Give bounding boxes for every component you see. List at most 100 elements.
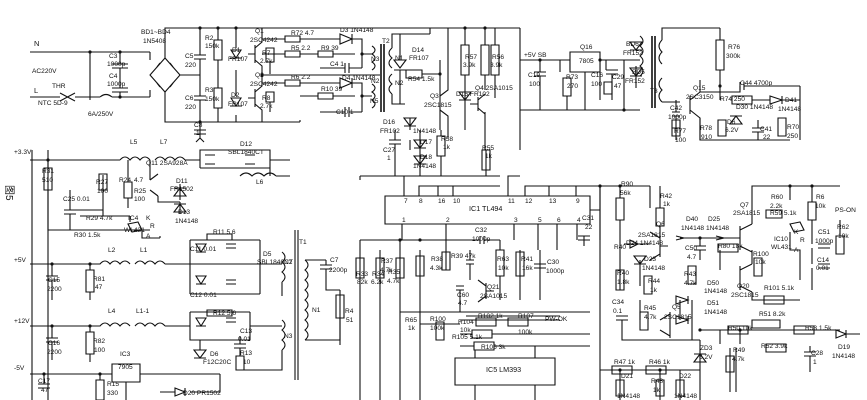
component-label: 100 <box>134 196 145 203</box>
component-label: 1N4148 <box>413 163 436 170</box>
component-label: 1N4148 <box>778 106 801 113</box>
component-label: N1 <box>312 307 321 314</box>
component-label: D50 <box>707 280 719 287</box>
component-label: 1k <box>650 287 658 294</box>
component-label: 1000p <box>107 81 126 88</box>
component-label: THR <box>52 83 66 90</box>
component-label: BD6 <box>626 41 639 48</box>
component-label: 6.2k <box>371 279 384 286</box>
component-label: 100k <box>518 329 533 336</box>
component-label: R60 <box>771 194 783 201</box>
component-label: D18 <box>420 154 432 161</box>
component-label: C17 <box>38 378 50 385</box>
component-label: 4.7 <box>458 300 467 307</box>
component-label: 10k <box>755 259 766 266</box>
component-label: R35 <box>388 269 400 276</box>
component-label: 4.7k <box>684 280 697 287</box>
component-label: 3.9k <box>463 62 476 69</box>
component-label: 150k <box>205 43 220 50</box>
component-label: 56k <box>620 190 631 197</box>
component-label: 4.7 <box>134 177 143 184</box>
component-label: D51 <box>707 300 719 307</box>
component-label: C7 <box>330 257 339 264</box>
component-label: R54 1.5k <box>408 76 435 83</box>
component-label: 220 <box>185 62 196 69</box>
component-label: R25 <box>134 188 146 195</box>
component-label: R65 <box>405 317 417 324</box>
component-label: AC220V <box>32 68 57 75</box>
component-label: 4.7k <box>380 267 393 274</box>
component-label: R104 <box>458 319 474 326</box>
component-label: D23 <box>644 256 656 263</box>
component-label: 1N4148 <box>681 225 704 232</box>
component-label: R40 <box>617 270 629 277</box>
component-label: R30 1.5k <box>74 232 101 239</box>
component-label: C30 <box>547 259 559 266</box>
component-label: N3 <box>371 56 380 63</box>
component-label: +12V <box>14 318 30 325</box>
component-label: D12 <box>240 141 252 148</box>
component-label: 1N4148 <box>413 128 436 135</box>
component-label: D4 1N4148 <box>342 75 376 82</box>
component-label: ZD3 <box>700 345 713 352</box>
component-label: D24 1N4148 <box>626 240 663 247</box>
component-label: D5 <box>263 251 272 258</box>
component-label: 8 <box>419 198 423 205</box>
component-label: Q3 <box>430 93 439 100</box>
component-label: L5 <box>130 139 138 146</box>
component-label: 510 <box>42 177 53 184</box>
component-label: C51 <box>818 229 830 236</box>
component-label: C31 <box>582 215 594 222</box>
component-label: D40 <box>686 216 698 223</box>
component-label: C5 <box>185 53 194 60</box>
component-label: R72 4.7 <box>291 30 314 37</box>
component-label: R29 4.7k <box>86 215 113 222</box>
component-label: FR107 <box>409 55 429 62</box>
component-label: FR152 <box>625 78 645 85</box>
component-label: R63 <box>497 256 509 263</box>
component-label: 2SC4242 <box>250 37 278 44</box>
component-label: C6 <box>185 95 194 102</box>
component-label: R7 <box>262 50 271 57</box>
component-label: 16k <box>522 265 533 272</box>
component-label: BD1~BD4 <box>141 29 171 36</box>
component-label: L6 <box>256 179 264 186</box>
component-label: 2SC1815 <box>424 102 452 109</box>
component-label: R <box>150 223 155 230</box>
component-label: D17 <box>420 139 432 146</box>
component-label: N3 <box>284 333 293 340</box>
component-label: C12 0.01 <box>190 292 217 299</box>
component-label: R13 <box>240 350 252 357</box>
component-label: 1N5408 <box>143 38 166 45</box>
component-label: 6A/250V <box>88 111 114 118</box>
component-label: R52 3.9k <box>761 343 788 350</box>
component-label: 1N4148 <box>706 225 729 232</box>
component-label: 4.7 <box>687 254 696 261</box>
component-label: R12 5.6 <box>213 310 236 317</box>
component-label: T3 <box>650 88 658 95</box>
component-label: 1k <box>485 153 493 160</box>
component-label: 10k <box>838 233 849 240</box>
component-label: 2200 <box>47 349 62 356</box>
component-label: D25 <box>708 216 720 223</box>
component-label: 10 <box>453 198 461 205</box>
component-label: C28 <box>811 350 823 357</box>
component-label: 2SA1815 <box>733 210 760 217</box>
component-label: 16 <box>438 198 446 205</box>
component-label: 12 <box>525 198 533 205</box>
component-label: R50 10k <box>728 325 753 332</box>
component-label: 2SC3150 <box>686 94 714 101</box>
component-label: 250 <box>787 133 798 140</box>
component-label: 1N4148 <box>617 393 640 400</box>
component-label: 1k <box>443 144 451 151</box>
component-label: IC4 <box>128 215 139 222</box>
component-label: D22 <box>679 373 691 380</box>
component-label: IC3 <box>120 351 131 358</box>
component-label: R59 5.1k <box>770 210 797 217</box>
component-label: 300k <box>726 53 741 60</box>
component-label: R105 5.1k <box>452 334 483 341</box>
component-label: C15 <box>48 277 60 284</box>
component-label: C27 <box>383 147 395 154</box>
